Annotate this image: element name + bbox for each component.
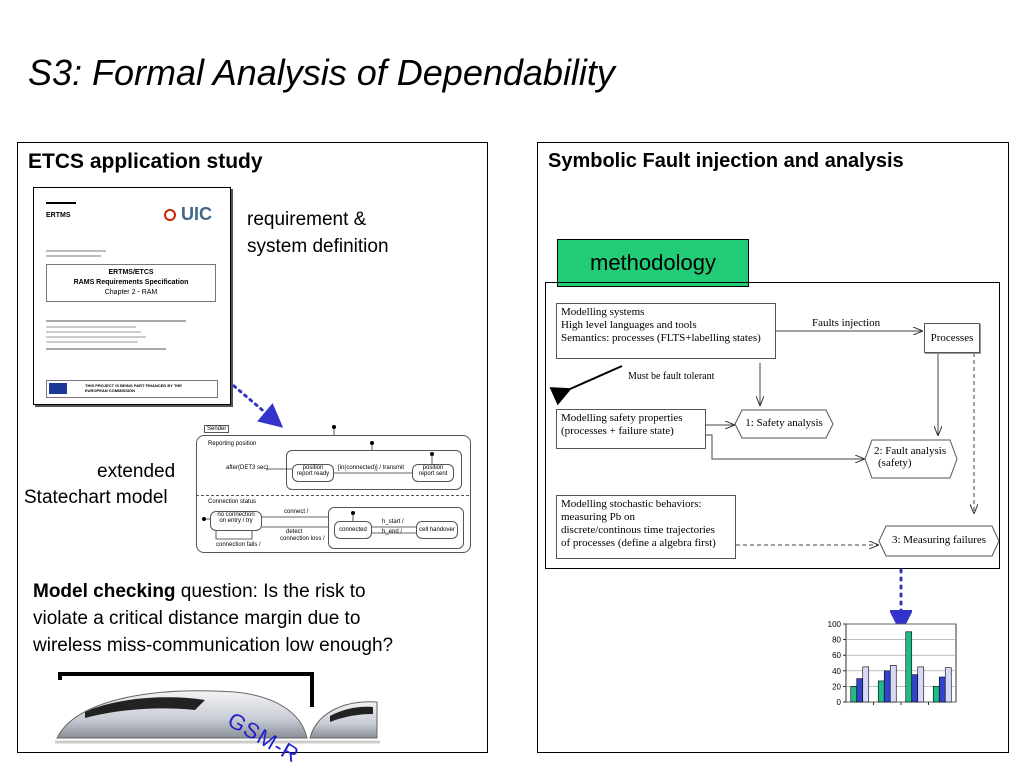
requirement-label-1: requirement & [247, 209, 367, 230]
measuring-failures-label: 3: Measuring failures [891, 534, 987, 546]
methodology-badge: methodology [557, 239, 749, 287]
eu-footer-box: THIS PROJECT IS BEING PART FINANCED BY T… [46, 380, 218, 398]
after-timer-label: after(DET3 sec) [226, 465, 269, 471]
safety-analysis-hexagon [734, 409, 834, 439]
chart-bar [856, 678, 864, 703]
chart-y-tick-label: 100 [828, 620, 842, 629]
doc-heading-box: ERTMS/ETCS RAMS Requirements Specificati… [46, 264, 216, 302]
statechart-divider [196, 495, 469, 496]
chart-y-tick-label: 0 [837, 698, 842, 707]
results-bar-chart: 0 20 40 60 80 100 [828, 620, 957, 707]
measuring-failures-hexagon [878, 525, 1000, 557]
position-report-sent-state: position report sent [412, 464, 454, 482]
fault-tolerant-label: Must be fault tolerant [628, 371, 715, 382]
chart-y-tick-label: 60 [832, 651, 841, 660]
question-line-2: violate a critical distance margin due t… [33, 608, 361, 629]
modelling-systems-box: Modelling systems High level languages a… [556, 303, 776, 359]
doc-body-lines [46, 320, 196, 350]
fault-analysis-label: 2: Fault analysis (safety) [874, 445, 947, 469]
ertms-logo: ERTMS [46, 202, 76, 224]
doc-heading-1: ERTMS/ETCS [108, 269, 154, 276]
eu-flag-icon [49, 383, 67, 394]
no-connection-state: no connection on entry / try [210, 511, 262, 531]
train-right-window [330, 706, 373, 722]
methodology-label: methodology [590, 250, 716, 275]
uic-logo-text: UIC [181, 204, 213, 224]
slide-title: S3: Formal Analysis of Dependability [28, 52, 615, 93]
left-panel-title: ETCS application study [28, 150, 263, 173]
chart-bar [850, 686, 858, 703]
sender-tab: Sender [204, 425, 230, 433]
chart-y-tick-label: 20 [832, 682, 841, 691]
h-end-label: h_end / [382, 529, 403, 535]
statechart-label-2: Statechart model [24, 487, 168, 508]
reporting-region [286, 450, 462, 490]
chart-bar [938, 676, 946, 703]
connect-label: connect / [284, 509, 309, 515]
methodology-arrows [549, 283, 1001, 570]
methodology-diagram: Modelling systems High level languages a… [545, 282, 1000, 569]
chart-y-tick-label: 40 [832, 667, 841, 676]
chart-bar [889, 665, 897, 703]
chart-bar [932, 686, 940, 703]
requirement-label-2: system definition [247, 236, 389, 257]
ertms-logo-text: ERTMS [46, 212, 71, 219]
chart-y-tick-label: 80 [832, 636, 841, 645]
eu-footer-text: THIS PROJECT IS BEING PART FINANCED BY T… [85, 383, 182, 393]
chart-bar [862, 666, 870, 703]
train-left-window [85, 697, 205, 718]
question-line-1: question: Is the risk to [175, 581, 366, 602]
chart-bar [917, 666, 925, 703]
statechart-label-1: extended [97, 461, 176, 482]
faults-injection-label: Faults injection [812, 317, 881, 329]
connection-status-label: Connection status [208, 499, 257, 505]
statechart-arrows [202, 425, 434, 540]
methodology-to-chart-arrow [890, 568, 912, 632]
position-report-ready-state: position report ready [292, 464, 334, 482]
doc-to-statechart-arrow [232, 384, 284, 428]
doc-heading-2: RAMS Requirements Specification [73, 279, 189, 286]
transmit-label: [in(connected)] / transmit [338, 465, 405, 471]
question-line-3: wireless miss-communication low enough? [33, 635, 394, 656]
trains-illustration [55, 672, 380, 744]
right-panel-title: Symbolic Fault injection and analysis [548, 150, 904, 172]
connected-state: connected [334, 521, 372, 539]
spec-document-thumbnail: ERTMS UIC ERTMS/ETCS RAMS Requirements S… [33, 187, 231, 405]
stochastic-box: Modelling stochastic behaviors: measurin… [556, 495, 736, 559]
detect-label-2: connection loss / [280, 536, 325, 542]
connected-region [328, 507, 464, 549]
radio-link-bracket [58, 672, 314, 707]
chart-bar [883, 670, 891, 703]
statechart-outer [196, 435, 471, 553]
uic-circle-icon [164, 209, 176, 222]
chart-bar [905, 631, 913, 703]
doc-heading-3: Chapter 2 - RAM [104, 289, 158, 296]
uic-logo: UIC [164, 204, 212, 225]
chart-bar [877, 680, 885, 703]
processes-box: Processes [924, 323, 980, 353]
cell-handover-state: cell handover [416, 521, 458, 539]
reporting-position-label: Reporting position [208, 441, 257, 447]
h-start-label: h_start / [382, 519, 404, 525]
chart-bar [911, 674, 919, 703]
safety-properties-box: Modelling safety properties (processes +… [556, 409, 706, 449]
detect-label-1: detect [286, 529, 303, 535]
model-checking-bold: Model checking [33, 581, 176, 602]
safety-analysis-label: 1: Safety analysis [745, 417, 823, 429]
statechart-diagram: Sender Reporting position after(DET3 sec… [196, 423, 471, 553]
doc-meta-lines [46, 250, 216, 257]
fault-analysis-hexagon [864, 439, 958, 479]
connection-fails-label: connection fails / [216, 542, 261, 548]
model-checking-question: Model checking question: Is the risk to … [33, 578, 478, 659]
chart-bar [944, 667, 952, 703]
